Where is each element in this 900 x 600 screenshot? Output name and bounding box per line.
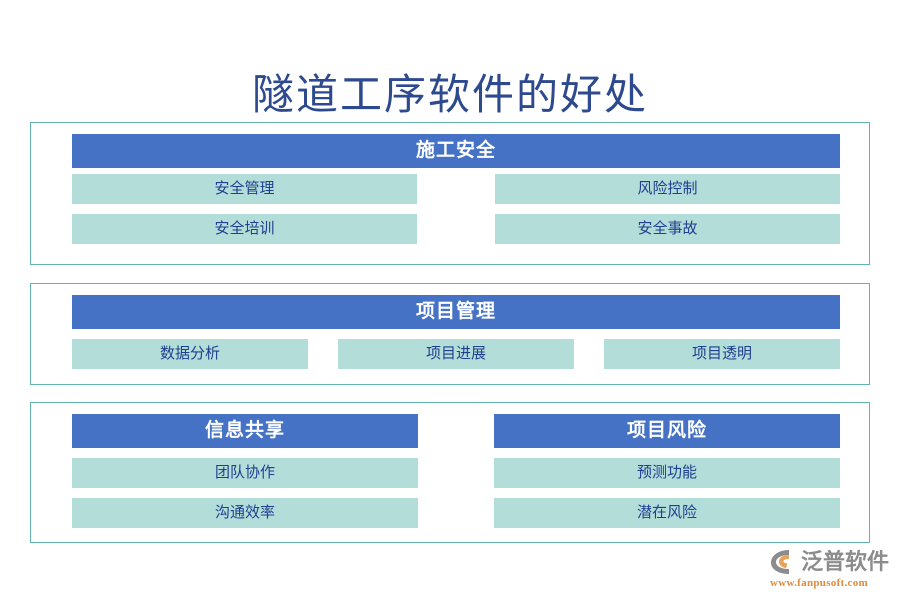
item-chip[interactable]: 团队协作 bbox=[72, 458, 418, 488]
item-chip[interactable]: 项目进展 bbox=[338, 339, 574, 369]
panel-project-risk: 项目风险 预测功能 潜在风险 bbox=[494, 414, 840, 528]
item-chip[interactable]: 安全管理 bbox=[72, 174, 417, 204]
chip-spacer bbox=[308, 339, 338, 369]
section-header-project-management: 项目管理 bbox=[72, 295, 840, 329]
triple-row-group: 数据分析 项目进展 项目透明 bbox=[72, 339, 840, 369]
item-chip[interactable]: 预测功能 bbox=[494, 458, 840, 488]
section-card-project-management: 项目管理 数据分析 项目进展 项目透明 bbox=[30, 283, 870, 385]
item-chip[interactable]: 风险控制 bbox=[495, 174, 840, 204]
section-card-info-and-risk: 信息共享 团队协作 沟通效率 项目风险 预测功能 潜在风险 bbox=[30, 402, 870, 543]
section-content: 项目管理 数据分析 项目进展 项目透明 bbox=[72, 295, 840, 369]
page-title: 隧道工序软件的好处 bbox=[251, 73, 648, 119]
item-chip[interactable]: 潜在风险 bbox=[494, 498, 840, 528]
logo-brand-name: 泛普软件 bbox=[801, 549, 890, 574]
two-column-group: 安全管理 安全培训 风险控制 安全事故 bbox=[72, 174, 840, 244]
item-chip[interactable]: 安全培训 bbox=[72, 214, 417, 244]
dual-panel-group: 信息共享 团队协作 沟通效率 项目风险 预测功能 潜在风险 bbox=[72, 414, 840, 528]
section-content: 施工安全 安全管理 安全培训 风险控制 安全事故 bbox=[72, 134, 840, 244]
item-chip[interactable]: 安全事故 bbox=[495, 214, 840, 244]
logo-row: 泛普软件 bbox=[770, 548, 892, 576]
chip-spacer bbox=[574, 339, 604, 369]
section-header-construction-safety: 施工安全 bbox=[72, 134, 840, 168]
section-content: 信息共享 团队协作 沟通效率 项目风险 预测功能 潜在风险 bbox=[72, 414, 840, 528]
logo-website-url: www.fanpusoft.com bbox=[770, 577, 868, 589]
brand-logo: 泛普软件 www.fanpusoft.com bbox=[770, 548, 892, 592]
item-chip[interactable]: 项目透明 bbox=[604, 339, 840, 369]
section-card-construction-safety: 施工安全 安全管理 安全培训 风险控制 安全事故 bbox=[30, 122, 870, 265]
item-chip[interactable]: 数据分析 bbox=[72, 339, 308, 369]
column-left: 安全管理 安全培训 bbox=[72, 174, 417, 244]
column-right: 风险控制 安全事故 bbox=[495, 174, 840, 244]
section-header-project-risk: 项目风险 bbox=[494, 414, 840, 448]
section-header-info-sharing: 信息共享 bbox=[72, 414, 418, 448]
panel-info-sharing: 信息共享 团队协作 沟通效率 bbox=[72, 414, 418, 528]
fanpu-swoosh-icon bbox=[770, 549, 798, 575]
item-chip[interactable]: 沟通效率 bbox=[72, 498, 418, 528]
